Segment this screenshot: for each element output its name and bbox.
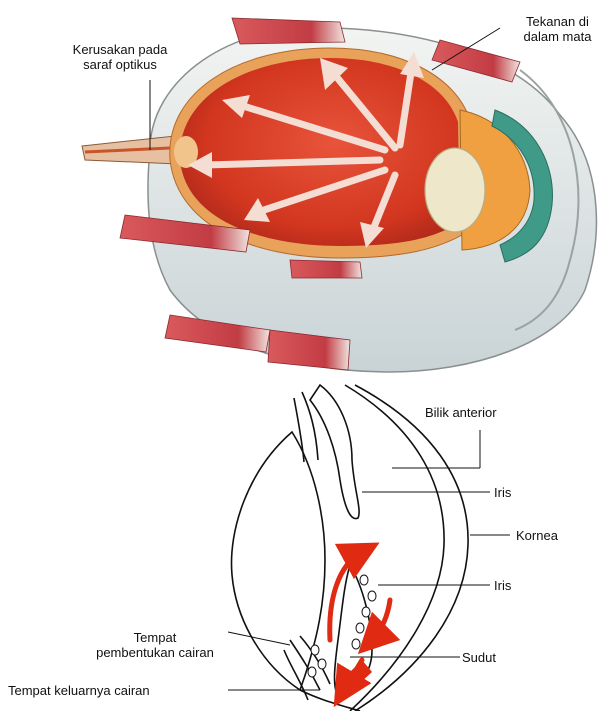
label-eye-pressure: Tekanan di dalam mata — [505, 14, 610, 44]
label-eye-pressure-line1: Tekanan di — [505, 14, 610, 29]
anterior-segment-drawing — [232, 385, 469, 711]
label-angle: Sudut — [462, 650, 496, 665]
label-anterior-chamber: Bilik anterior — [425, 405, 497, 420]
lens — [425, 148, 485, 232]
eye-muscle-upper — [232, 18, 345, 44]
cornea-line — [355, 385, 468, 711]
retina-interior — [180, 58, 460, 246]
label-fluid-formation-line1: Tempat — [70, 630, 240, 645]
label-optic-nerve-damage-line1: Kerusakan pada — [40, 42, 200, 57]
label-fluid-formation: Tempat pembentukan cairan — [70, 630, 240, 660]
label-iris-lower: Iris — [494, 578, 511, 593]
label-eye-pressure-line2: dalam mata — [505, 29, 610, 44]
label-optic-nerve-damage: Kerusakan pada saraf optikus — [40, 42, 200, 72]
label-cornea: Kornea — [516, 528, 558, 543]
label-fluid-outflow: Tempat keluarnya cairan — [8, 683, 150, 698]
label-iris-upper: Iris — [494, 485, 511, 500]
eye-muscle-front — [290, 260, 362, 278]
label-fluid-formation-line2: pembentukan cairan — [70, 645, 240, 660]
label-optic-nerve-damage-line2: saraf optikus — [40, 57, 200, 72]
